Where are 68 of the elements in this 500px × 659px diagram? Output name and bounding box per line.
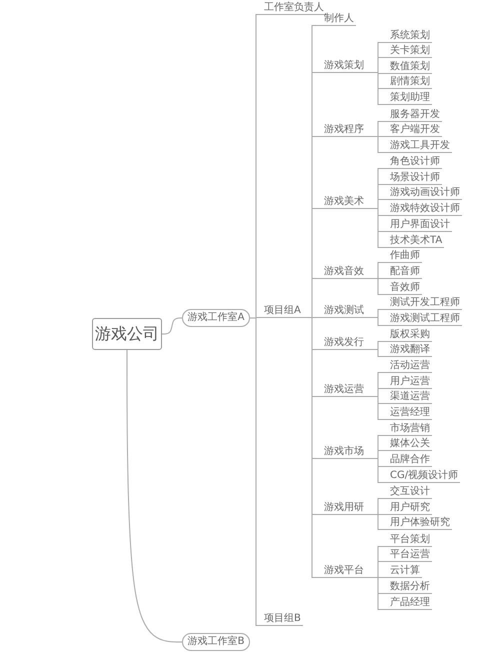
leaf-label: 品牌合作 [388, 454, 432, 467]
connector-line [162, 318, 182, 334]
connector-line [366, 458, 388, 483]
leaf-label: 产品经理 [388, 597, 432, 610]
connector-line [366, 349, 388, 357]
leaf-label: 版权采购 [388, 329, 432, 342]
connector-line [366, 136, 388, 153]
connector-line [366, 514, 388, 530]
leaf-label: 游戏测试工程师 [388, 313, 462, 326]
leaf-label: 关卡策划 [388, 45, 432, 58]
branch-label: 游戏美术 [322, 196, 366, 209]
leaf-label: 场景设计师 [388, 172, 442, 185]
leaf-label: 平台运营 [388, 549, 432, 562]
leaf-label: 技术美术TA [388, 235, 444, 248]
leaf-label: 音效师 [388, 282, 422, 295]
leaf-label: 用户体验研究 [388, 517, 452, 530]
leaf-label: 游戏翻译 [388, 344, 432, 357]
leaf-label: 策划助理 [388, 92, 432, 105]
connector-line [366, 396, 388, 420]
leaf-label: 剧情策划 [388, 76, 432, 89]
leaf-label: 平台策划 [388, 534, 432, 547]
connector-line [366, 278, 388, 295]
connector-line [250, 318, 262, 626]
leaf-label: 客户端开发 [388, 124, 442, 137]
branch-label: 游戏平台 [322, 565, 366, 578]
leaf-label: 用户界面设计 [388, 219, 452, 232]
connector-line [366, 577, 388, 610]
leaf-label: 系统策划 [388, 30, 432, 43]
leaf-label: 数值策划 [388, 61, 432, 74]
leaf-label: 媒体公关 [388, 438, 432, 451]
leaf-label: 游戏动画设计师 [388, 187, 462, 200]
leaf-label: 游戏特效设计师 [388, 203, 462, 216]
branch-label: 游戏发行 [322, 337, 366, 350]
branch-pill: 游戏工作室B [182, 633, 250, 651]
leaf-label: 用户运营 [388, 376, 432, 389]
connector-line [302, 317, 322, 578]
branch-label: 游戏用研 [322, 502, 366, 515]
leaf-label: 配音师 [388, 266, 422, 279]
branch-label: 游戏运营 [322, 384, 366, 397]
branch-label: 游戏程序 [322, 124, 366, 137]
leaf-label: 角色设计师 [388, 156, 442, 169]
branch-label: 工作室负责人 [262, 2, 326, 15]
connector-line [366, 208, 388, 248]
branch-label: 游戏市场 [322, 446, 366, 459]
connector-line [126, 350, 182, 642]
connector-line [366, 72, 388, 105]
leaf-label: 用户研究 [388, 502, 432, 515]
branch-label: 游戏策划 [322, 60, 366, 73]
leaf-label: 渠道运营 [388, 391, 432, 404]
leaf-label: 活动运营 [388, 360, 432, 373]
leaf-label: 作曲师 [388, 250, 422, 263]
branch-label: 游戏音效 [322, 266, 366, 279]
connector-line [366, 317, 388, 326]
leaf-label: 交互设计 [388, 486, 432, 499]
leaf-label: 服务器开发 [388, 109, 442, 122]
branch-label: 项目组A [262, 305, 303, 318]
leaf-label: 数据分析 [388, 581, 432, 594]
branch-pill: 游戏工作室A [182, 309, 250, 327]
root-box: 游戏公司 [92, 318, 162, 350]
branch-label: 制作人 [322, 13, 356, 26]
leaf-label: 测试开发工程师 [388, 297, 462, 310]
branch-label: 游戏测试 [322, 305, 366, 318]
leaf-label: 游戏工具开发 [388, 140, 452, 153]
branch-label: 项目组B [262, 613, 303, 626]
leaf-label: CG/视频设计师 [388, 470, 460, 483]
leaf-label: 市场营销 [388, 423, 432, 436]
leaf-label: 云计算 [388, 565, 422, 578]
leaf-label: 运营经理 [388, 407, 432, 420]
